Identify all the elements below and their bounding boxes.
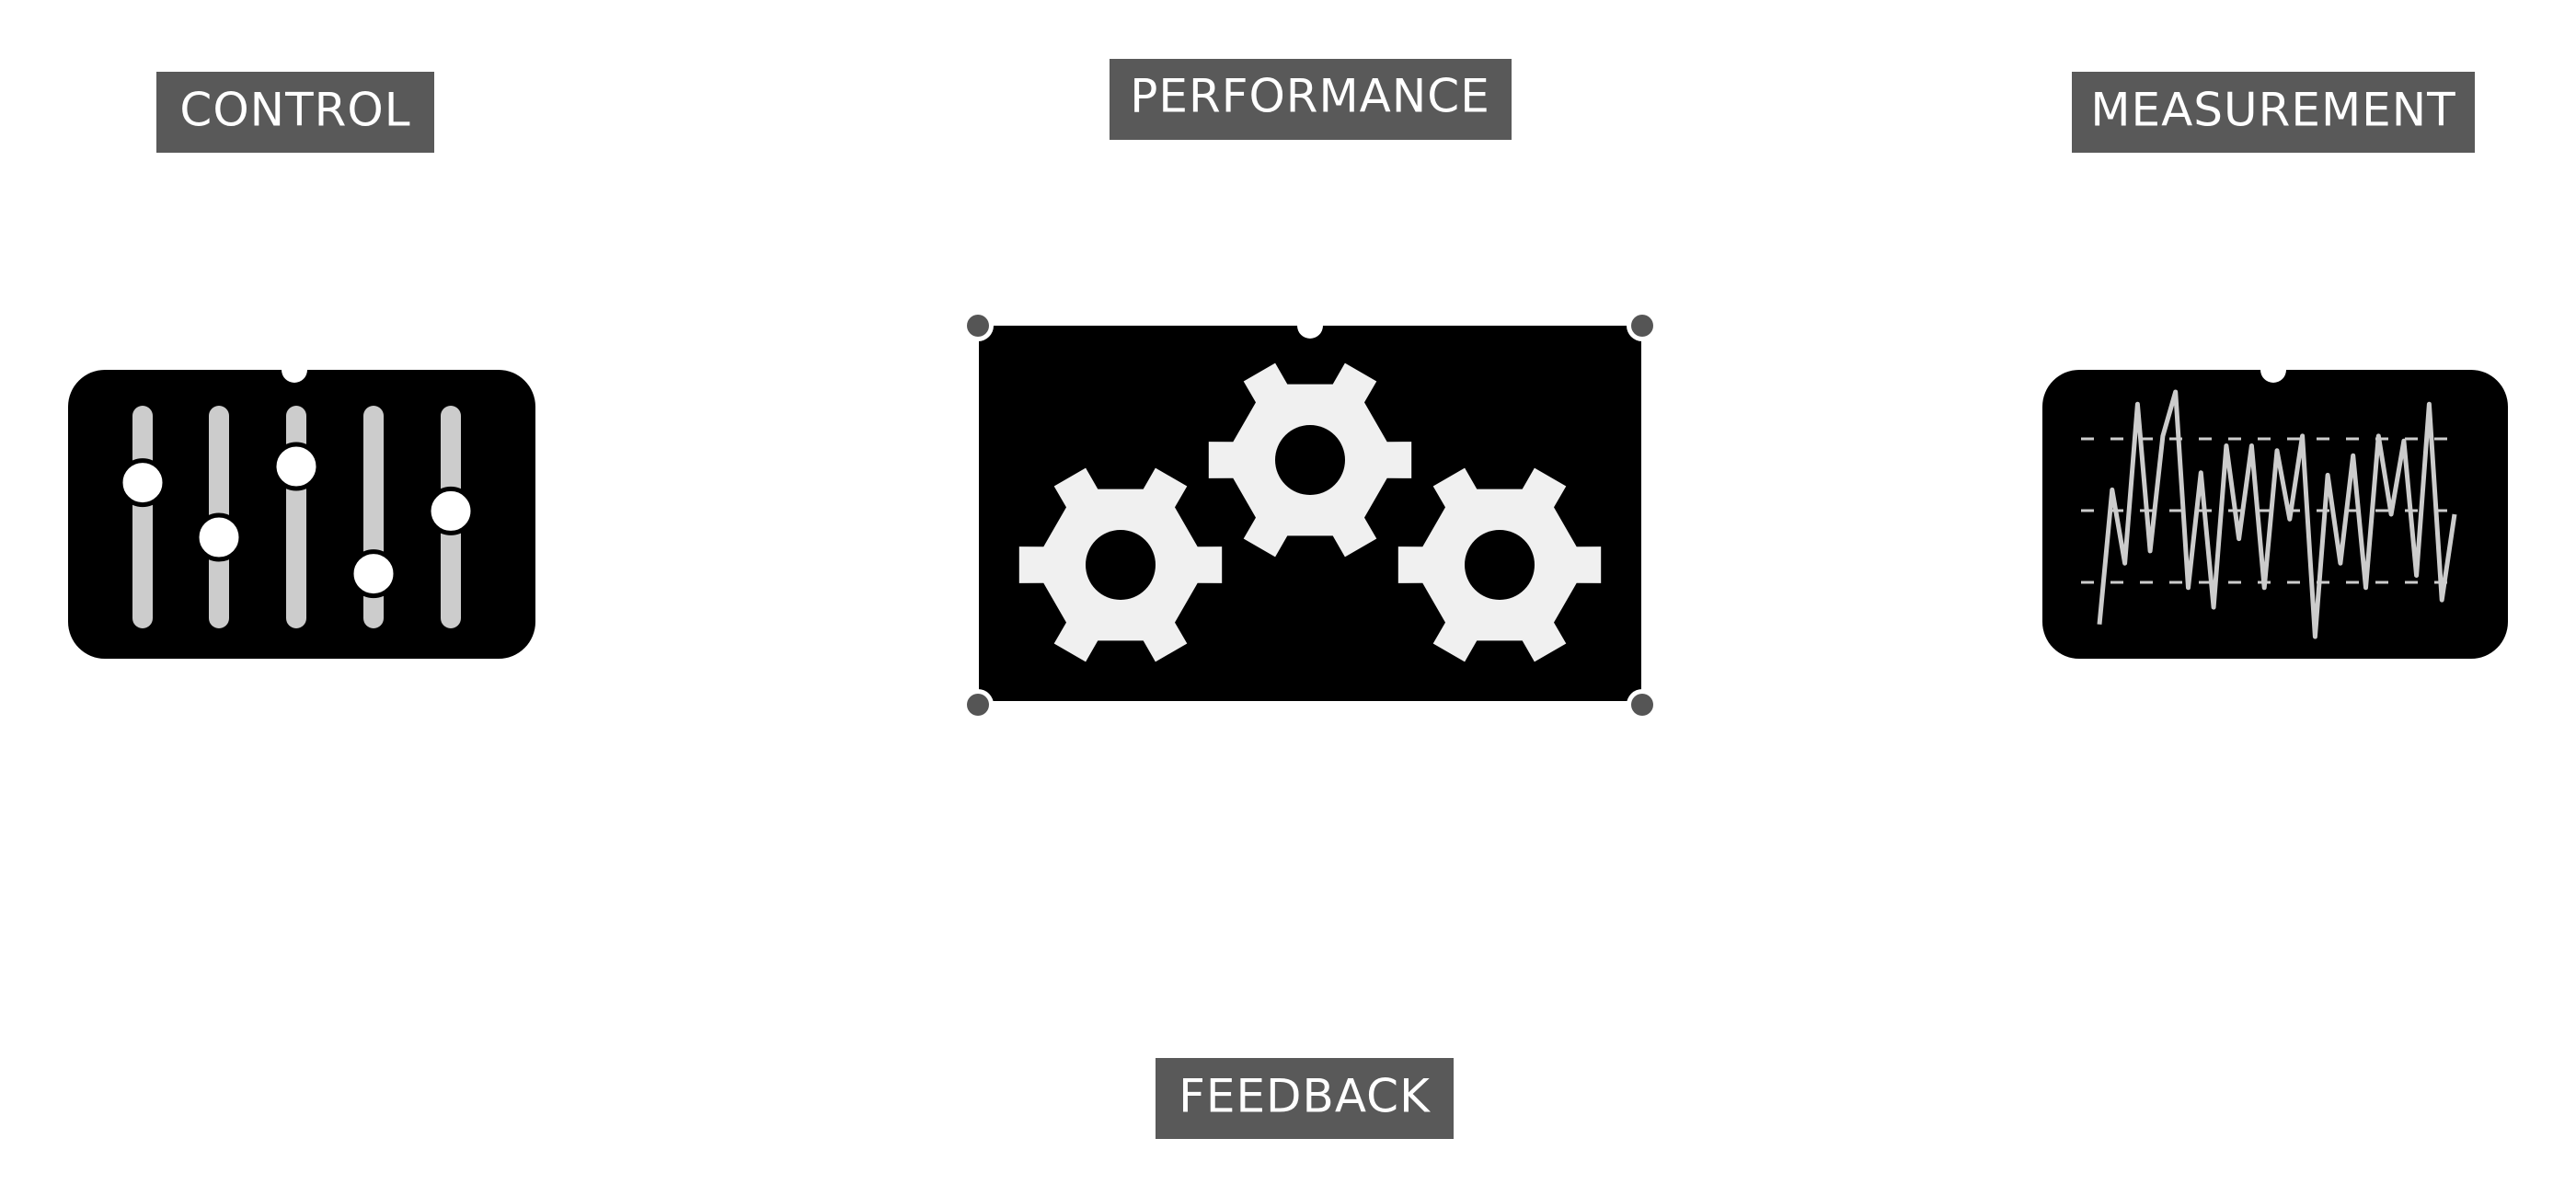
- connection-notch: [2260, 357, 2286, 383]
- resize-handle-top-right[interactable]: [1631, 315, 1653, 337]
- slider-knob: [349, 549, 398, 599]
- control-panel[interactable]: [68, 357, 535, 659]
- control-label: CONTROL: [156, 72, 434, 153]
- measurement-label-text: MEASUREMENT: [2090, 84, 2455, 137]
- connection-notch: [1297, 313, 1323, 339]
- feedback-label: FEEDBACK: [1156, 1058, 1454, 1139]
- gear-icon: [1397, 467, 1602, 662]
- measurement-label: MEASUREMENT: [2072, 72, 2475, 153]
- slider-knob: [118, 458, 167, 508]
- gears-icon: [1018, 362, 1602, 662]
- gear-icon: [1018, 467, 1223, 662]
- resize-handle-top-left[interactable]: [967, 315, 989, 337]
- resize-handle-bottom-left[interactable]: [967, 694, 989, 716]
- slider-knob: [271, 442, 321, 491]
- connection-notch: [282, 357, 307, 383]
- performance-label-text: PERFORMANCE: [1130, 70, 1490, 123]
- performance-label: PERFORMANCE: [1110, 59, 1512, 140]
- waveform-line: [2097, 389, 2457, 639]
- feedback-label-text: FEEDBACK: [1179, 1070, 1431, 1123]
- waveform-icon: [2081, 389, 2457, 639]
- measurement-panel[interactable]: [2042, 357, 2508, 659]
- control-label-text: CONTROL: [179, 84, 410, 137]
- performance-panel[interactable]: [962, 310, 1658, 720]
- sliders-icon: [118, 406, 476, 628]
- slider-knob: [426, 486, 476, 535]
- slider-knob: [194, 512, 244, 562]
- gear-icon: [1208, 362, 1412, 558]
- resize-handle-bottom-right[interactable]: [1631, 694, 1653, 716]
